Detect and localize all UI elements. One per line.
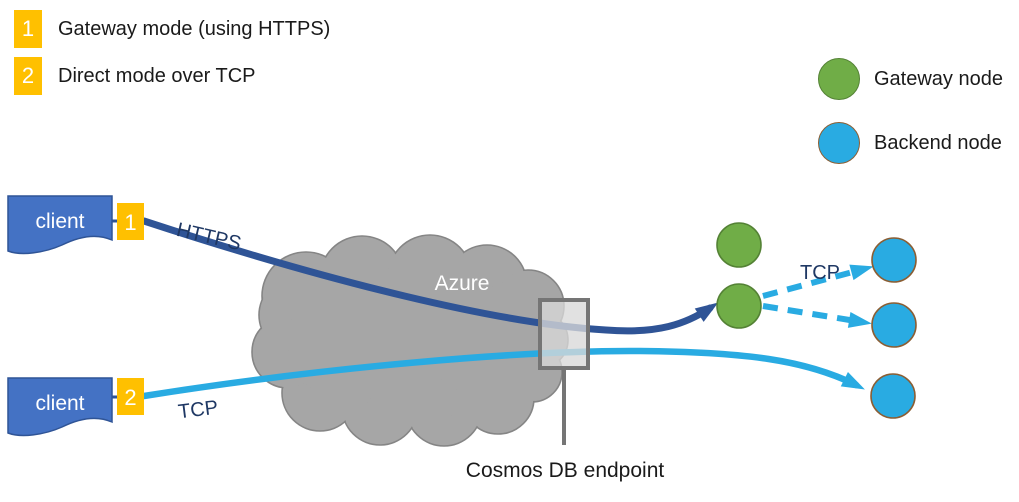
legend-label-gateway-mode: Gateway mode (using HTTPS) — [58, 17, 331, 40]
client-1-badge — [117, 203, 144, 240]
legend-label-backend-node: Backend node — [874, 131, 1002, 154]
client-2-label: client — [35, 392, 84, 415]
client-1: client 1 — [7, 195, 144, 255]
backend-node-3 — [870, 373, 916, 419]
backend-node-1 — [871, 237, 917, 283]
tcp-backend-label: TCP — [800, 262, 840, 284]
endpoint-label: Cosmos DB endpoint — [466, 459, 665, 482]
legend-label-gateway-node: Gateway node — [874, 67, 1003, 90]
legend-badge-1: 1 — [14, 10, 42, 48]
client-1-shape — [7, 195, 113, 255]
azure-cloud-label: Azure — [435, 272, 490, 295]
legend-row-direct-mode: 2 Direct mode over TCP — [14, 57, 255, 95]
backend-node-legend-icon — [818, 122, 860, 164]
client-2-badge — [117, 378, 144, 415]
client-2-badge-number: 2 — [124, 385, 136, 410]
client-2-shape — [7, 377, 113, 437]
legend-row-backend-node: Backend node — [818, 122, 1002, 164]
gateway-node-legend-icon — [818, 58, 860, 100]
client-1-badge-number: 1 — [124, 210, 136, 235]
https-label: HTTPS — [174, 219, 243, 255]
cosmos-endpoint-box — [538, 298, 590, 370]
backend-node-2 — [871, 302, 917, 348]
legend-row-gateway-mode: 1 Gateway mode (using HTTPS) — [14, 10, 330, 48]
https-connection-line — [140, 217, 719, 335]
legend-label-direct-mode: Direct mode over TCP — [58, 64, 256, 87]
tcp-client-label: TCP — [177, 397, 219, 424]
legend-badge-2: 2 — [14, 57, 42, 95]
tcp-dashed-arrow-1 — [762, 264, 874, 299]
tcp-dashed-arrow-2 — [762, 303, 872, 328]
client-1-label: client — [35, 210, 84, 233]
gateway-node-1 — [716, 222, 762, 268]
gateway-node-2 — [716, 283, 762, 329]
legend-row-gateway-node: Gateway node — [818, 58, 1003, 100]
client-2: client 2 — [7, 377, 144, 437]
